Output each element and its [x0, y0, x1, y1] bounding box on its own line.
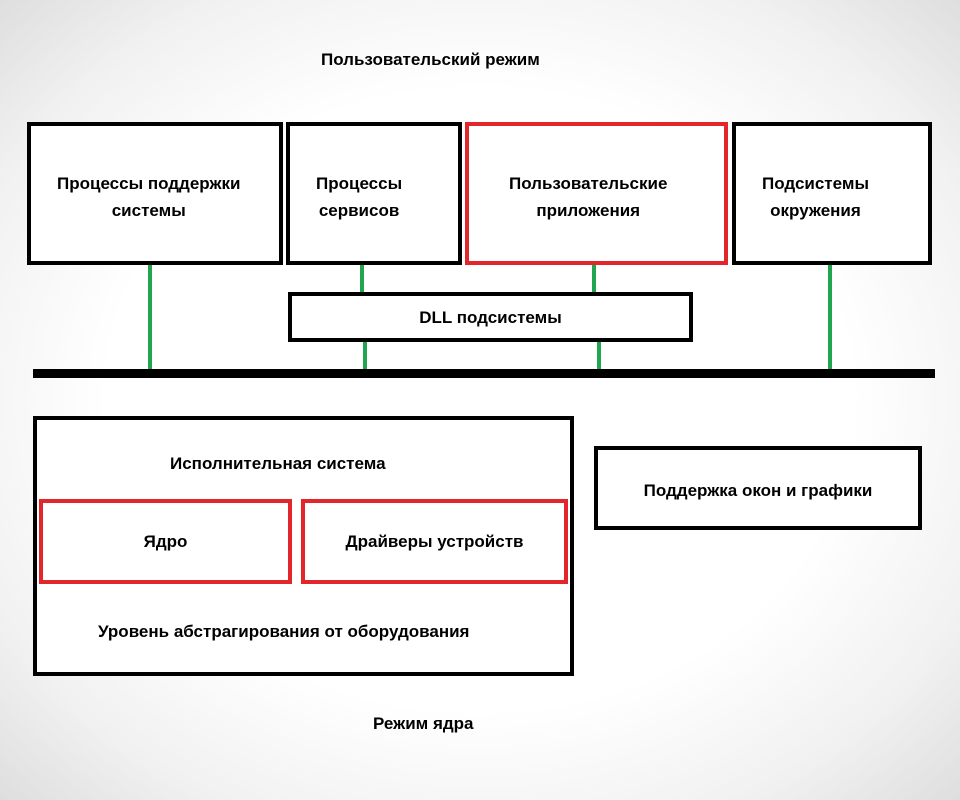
dll-subsystems-box: DLL подсистемы: [288, 292, 693, 342]
system-support-processes-label: Процессы поддержки системы: [57, 174, 241, 220]
kernel-box: Ядро: [39, 499, 292, 584]
device-drivers-label: Драйверы устройств: [345, 532, 524, 551]
kernel-mode-title: Режим ядра: [373, 714, 474, 733]
windowing-graphics-label: Поддержка окон и графики: [643, 481, 873, 500]
hal-label: Уровень абстрагирования от оборудования: [98, 622, 470, 641]
device-drivers-box: Драйверы устройств: [301, 499, 568, 584]
connector-dll-to-bus-right: [597, 342, 601, 371]
system-support-processes-box: Процессы поддержки системы: [27, 122, 283, 265]
user-mode-title: Пользовательский режим: [321, 50, 540, 69]
environment-subsystems-label: Подсистемы окружения: [762, 174, 869, 220]
windowing-graphics-box: Поддержка окон и графики: [594, 446, 922, 530]
service-processes-box: Процессы сервисов: [286, 122, 462, 265]
connector-dll-to-bus-left: [363, 342, 367, 371]
kernel-label: Ядро: [143, 532, 188, 551]
user-applications-label: Пользовательские приложения: [509, 174, 668, 220]
connector-applications-to-dll: [592, 265, 596, 293]
connector-services-to-dll: [360, 265, 364, 293]
dll-subsystems-label: DLL подсистемы: [419, 308, 562, 327]
user-applications-box: Пользовательские приложения: [465, 122, 728, 265]
mode-boundary-line: [33, 369, 935, 378]
service-processes-label: Процессы сервисов: [316, 174, 403, 220]
connector-system-support-to-bus: [148, 265, 152, 371]
environment-subsystems-box: Подсистемы окружения: [732, 122, 932, 265]
connector-environment-to-bus: [828, 265, 832, 371]
executive-label: Исполнительная система: [170, 454, 386, 473]
